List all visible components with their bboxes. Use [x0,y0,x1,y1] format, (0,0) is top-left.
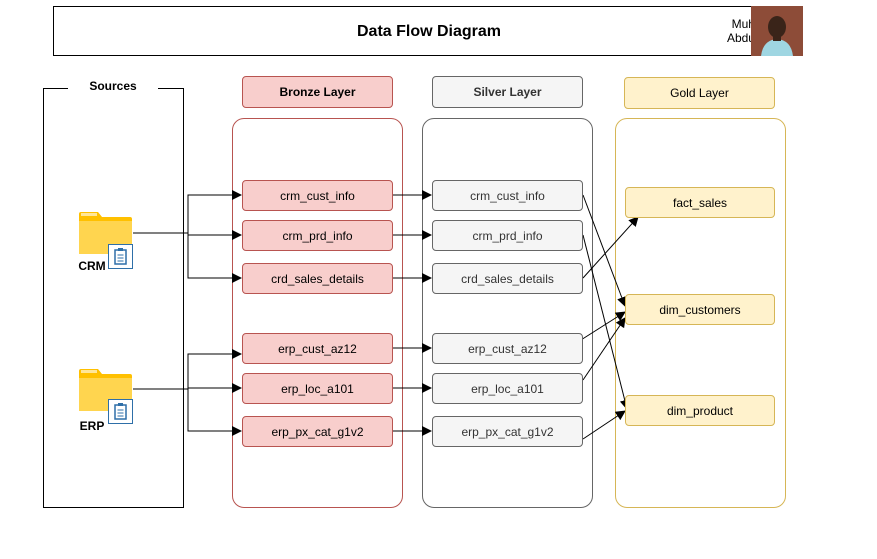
silver-node-erp-px-cat-g1v2: erp_px_cat_g1v2 [432,416,583,447]
bronze-node-erp-loc-a101: erp_loc_a101 [242,373,393,404]
silver-node-crm-cust-info: crm_cust_info [432,180,583,211]
silver-layer-title: Silver Layer [432,76,583,108]
link-cust-to-dimcust [582,194,627,307]
gold-node-dim-product: dim_product [625,395,775,426]
sources-label: Sources [68,79,158,93]
link-crm-cust [187,190,242,233]
gold-layer-title: Gold Layer [624,77,775,109]
document-icon [108,244,133,269]
crm-label: CRM [78,259,106,273]
bronze-node-erp-px-cat-g1v2: erp_px_cat_g1v2 [242,416,393,447]
diagram-title: Data Flow Diagram [356,23,502,40]
folder-icon [79,212,132,254]
gold-node-fact-sales: fact_sales [625,187,775,218]
sources-border-right [158,88,184,89]
bronze-node-erp-cust-az12: erp_cust_az12 [242,333,393,364]
avatar-photo [751,6,803,56]
link-px-to-dimprod [582,410,626,440]
silver-node-erp-cust-az12: erp_cust_az12 [432,333,583,364]
bronze-node-crm-cust-info: crm_cust_info [242,180,393,211]
sources-border-left [43,88,68,89]
document-icon [108,399,133,424]
silver-node-crm-prd-info: crm_prd_info [432,220,583,251]
link-erp-cust [187,349,242,389]
silver-node-erp-loc-a101: erp_loc_a101 [432,373,583,404]
sources-container [43,88,184,508]
silver-layer-container [422,118,593,508]
link-loc-to-dimcust [582,317,626,381]
link-crm-sales [187,233,242,283]
bronze-node-crm-prd-info: crm_prd_info [242,220,393,251]
bronze-layer-title: Bronze Layer [242,76,393,108]
link-erp-px [187,389,242,436]
crm-source [78,210,134,270]
bronze-layer-container [232,118,403,508]
avatar [751,6,803,56]
bronze-node-crd-sales-details: crd_sales_details [242,263,393,294]
gold-node-dim-customers: dim_customers [625,294,775,325]
erp-source [78,367,134,427]
silver-node-crd-sales-details: crd_sales_details [432,263,583,294]
erp-label: ERP [79,419,105,433]
link-sales-to-fact [582,216,639,279]
link-prd-to-dimprod [582,234,630,410]
diagram-header: Data Flow Diagram Muhammad Abdulroqeeb [53,6,803,56]
